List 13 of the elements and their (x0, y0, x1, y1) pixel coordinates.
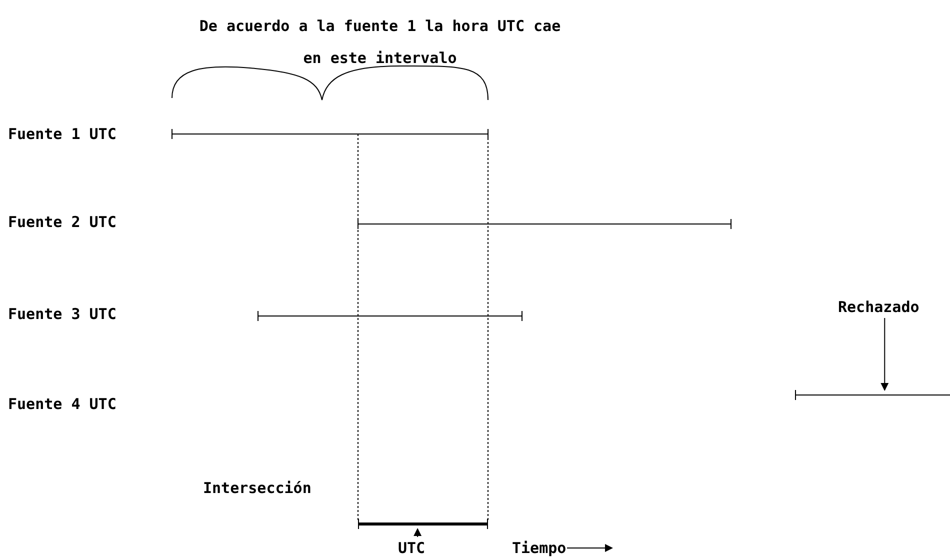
row-label: Fuente 3 UTC (8, 305, 116, 323)
arrow (414, 528, 422, 538)
row-label: Fuente 4 UTC (8, 395, 116, 413)
annotation-text: UTC (398, 539, 426, 557)
row-label: Fuente 1 UTC (8, 125, 116, 143)
interval-bar (795, 390, 950, 400)
annotation-text: Rechazado (838, 298, 920, 316)
bar-label: Intersección (203, 479, 312, 497)
arrow (880, 318, 889, 391)
axis-label: Tiempo (512, 539, 566, 557)
row-label: Fuente 2 UTC (8, 213, 116, 231)
interval-bar (358, 519, 488, 529)
annotation-text: De acuerdo a la fuente 1 la hora UTC cae en este intervalo (198, 16, 562, 69)
